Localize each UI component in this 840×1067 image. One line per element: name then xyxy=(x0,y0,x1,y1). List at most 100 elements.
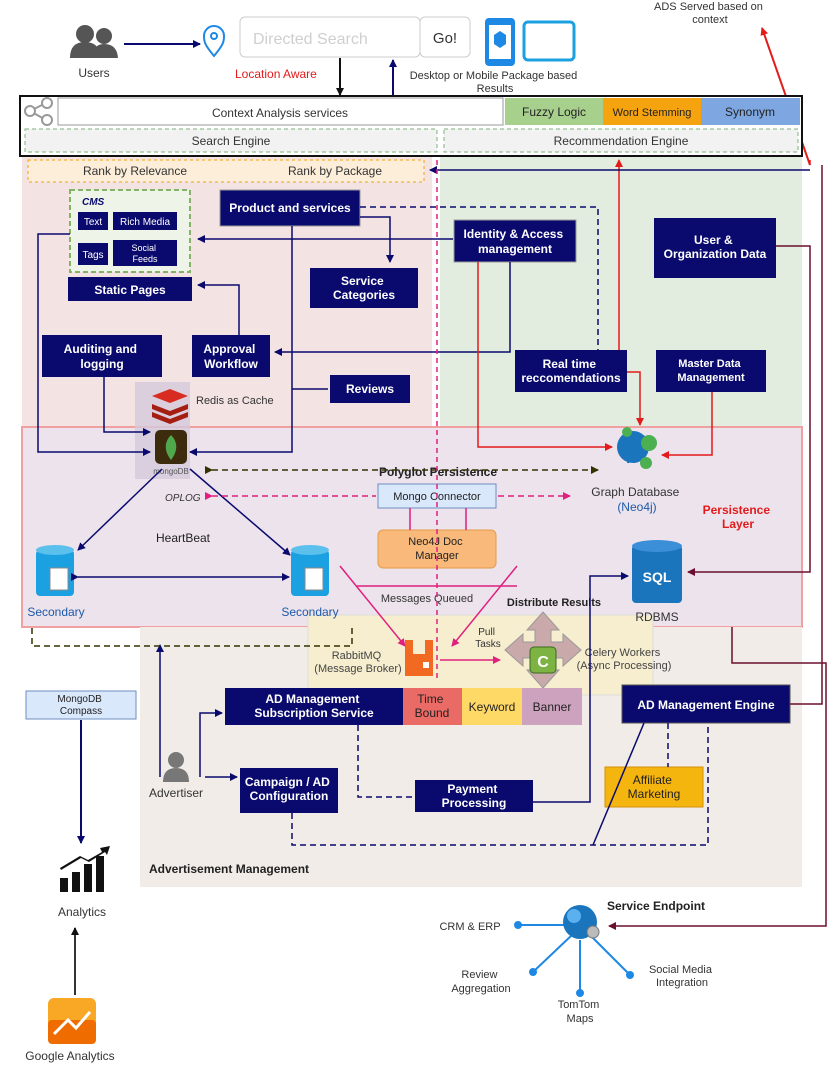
synonym-box xyxy=(701,98,800,125)
navy-connectors xyxy=(37,216,645,846)
search-placeholder: Directed Search xyxy=(253,31,368,48)
fuzzy-logic-box xyxy=(505,98,603,125)
tomtom-label: TomTom Maps xyxy=(558,999,603,1025)
auditing-label: Auditing and logging xyxy=(64,342,141,371)
distribute-results-label: Distribute Results xyxy=(507,597,601,609)
persistence-layer-label: Persistence Layer xyxy=(703,503,774,531)
rabbitmq-label: RabbitMQ (Message Broker) xyxy=(314,650,401,675)
pull-tasks-label: Pull Tasks xyxy=(475,627,501,650)
user-org-box xyxy=(654,218,776,278)
advertiser-icon xyxy=(163,752,189,782)
time-bound-label: Time Bound xyxy=(415,692,450,720)
cms-tags-label: Tags xyxy=(82,250,103,261)
ad-subscription-box xyxy=(225,688,403,725)
ad-subscription-label: AD Management Subscription Service xyxy=(254,692,374,720)
service-endpoint-label: Service Endpoint xyxy=(607,899,705,913)
search-engine-label: Search Engine xyxy=(192,134,271,148)
cms-tags-box xyxy=(78,243,108,265)
share-icon xyxy=(24,97,53,126)
crm-erp-label: CRM & ERP xyxy=(439,921,500,933)
sql-icon: SQL xyxy=(632,540,682,603)
tablet-icon xyxy=(522,20,576,62)
product-services-label: Product and services xyxy=(229,201,351,215)
mongodb-icon xyxy=(155,430,187,464)
celery-label: Celery Workers (Async Processing) xyxy=(577,647,672,672)
mongodb-label: mongoDB xyxy=(153,467,189,476)
cms-text-label: Text xyxy=(84,217,103,228)
cms-text-box xyxy=(78,212,108,230)
redis-label: Redis as Cache xyxy=(196,395,274,407)
ad-engine-label: AD Management Engine xyxy=(637,698,775,712)
compass-label: MongoDB Compass xyxy=(57,694,104,717)
advertiser-label: Advertiser xyxy=(149,786,203,800)
reviews-box xyxy=(330,375,410,403)
heartbeat-label: HeartBeat xyxy=(156,531,211,545)
secondary-left-label: Secondary xyxy=(27,605,84,619)
affiliate-box xyxy=(604,766,704,808)
cms-label: CMS xyxy=(82,197,105,208)
review-aggregation-label: Review Aggregation xyxy=(451,969,510,995)
google-analytics-icon xyxy=(48,998,96,1044)
service-endpoint-icon xyxy=(563,905,600,939)
users-label: Users xyxy=(78,66,109,80)
banner-box xyxy=(522,688,582,725)
payment-label: Payment Processing xyxy=(442,782,507,810)
cms-rich-media-label: Rich Media xyxy=(120,217,170,228)
static-pages-box xyxy=(68,277,192,301)
synonym-label: Synonym xyxy=(725,105,775,119)
realtime-label: Real time reccomendations xyxy=(521,357,621,385)
social-integration-label: Social Media Integration xyxy=(649,964,715,989)
banner-label: Banner xyxy=(533,700,572,714)
users-icon xyxy=(70,25,118,58)
analytics-label: Analytics xyxy=(58,905,106,919)
keyword-label: Keyword xyxy=(469,700,516,714)
messages-queued-label: Messages Queued xyxy=(381,593,473,605)
svg-text:SQL: SQL xyxy=(643,569,672,585)
google-analytics-label: Google Analytics xyxy=(25,1049,114,1063)
rank-by-package-label: Rank by Package xyxy=(288,164,382,178)
product-services-box xyxy=(219,189,361,227)
neo4j-icon xyxy=(617,427,657,469)
reviews-label: Reviews xyxy=(346,382,394,396)
service-endpoint-connectors xyxy=(514,921,634,997)
cms-rich-media-box xyxy=(113,212,177,230)
maroon-connectors xyxy=(608,165,827,930)
mdm-label: Master Data Management xyxy=(677,358,745,384)
compass-box xyxy=(25,690,137,720)
static-pages-label: Static Pages xyxy=(94,283,166,297)
realtime-box xyxy=(515,350,627,392)
svg-text:C: C xyxy=(537,654,549,671)
word-stemming-label: Word Stemming xyxy=(613,107,692,119)
campaign-box xyxy=(240,768,338,813)
advertisement-section-label: Advertisement Management xyxy=(149,862,309,876)
context-analysis-label: Context Analysis services xyxy=(212,106,348,120)
payment-box xyxy=(415,780,533,812)
iam-box xyxy=(453,219,577,263)
word-stemming-box xyxy=(603,98,701,125)
affiliate-label: Affiliate Marketing xyxy=(628,773,681,801)
secondary-left-icon xyxy=(36,545,74,596)
secondary-right-label: Secondary xyxy=(281,605,338,619)
service-categories-label: Service Categories xyxy=(333,274,395,302)
cms-social-box xyxy=(113,240,177,266)
package-results-label: Desktop or Mobile Package based Results xyxy=(410,70,581,95)
recommendation-engine-box xyxy=(443,128,799,153)
time-bound-box xyxy=(403,688,462,725)
go-button[interactable] xyxy=(419,16,471,58)
iam-label: Identity & Access management xyxy=(464,227,567,256)
approval-label: Approval Workflow xyxy=(203,342,258,371)
ads-served-label: ADS Served based on context xyxy=(654,1,766,26)
pink-connectors xyxy=(205,160,571,680)
context-analysis-box xyxy=(57,97,504,126)
rank-bar xyxy=(27,159,425,183)
go-button-label: Go! xyxy=(433,30,457,47)
secondary-right-icon xyxy=(291,545,329,596)
location-pin-icon xyxy=(202,25,226,58)
keyword-box xyxy=(462,688,522,725)
graph-db-label: Graph Database (Neo4j) xyxy=(591,485,682,514)
auditing-box xyxy=(42,335,162,377)
recommendation-engine-label: Recommendation Engine xyxy=(554,134,689,148)
mobile-icon xyxy=(485,18,515,66)
analytics-icon xyxy=(60,846,110,892)
